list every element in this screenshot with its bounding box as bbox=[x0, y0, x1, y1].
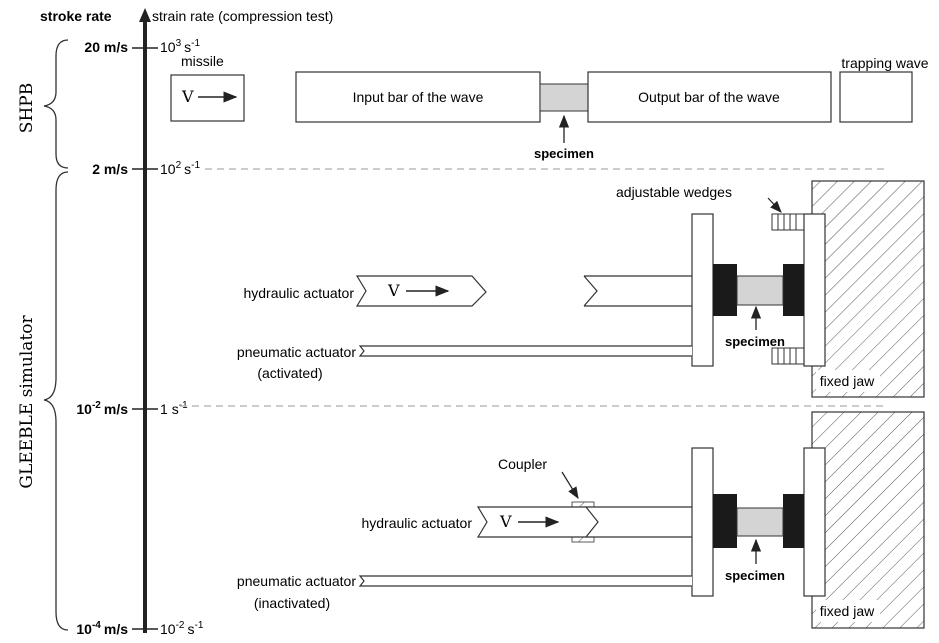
fixed-jaw-plate-upper bbox=[803, 213, 826, 367]
shpb-specimen bbox=[539, 83, 589, 112]
hydraulic-actuator-lower-label: hydraulic actuator bbox=[361, 515, 472, 531]
hydraulic-lower-velocity-symbol: V bbox=[499, 512, 512, 531]
moving-jaw-upper bbox=[691, 213, 714, 367]
wedge-bottom bbox=[771, 347, 805, 365]
trapping-wave-label: trapping wave bbox=[841, 55, 928, 71]
output-bar-label: Output bar of the wave bbox=[638, 89, 780, 105]
pneumatic-actuator-upper-label: pneumatic actuator bbox=[237, 344, 356, 360]
coupler-top bbox=[571, 501, 595, 508]
stroke-rate-title: stroke rate bbox=[40, 8, 112, 24]
wedge-top-ticks bbox=[777, 214, 797, 230]
specimen-lower-label: specimen bbox=[725, 568, 785, 583]
grip-right-lower bbox=[783, 494, 804, 548]
input-bar bbox=[295, 71, 541, 123]
grip-left-upper bbox=[713, 264, 737, 316]
hydraulic-rod-upper bbox=[583, 275, 692, 307]
grip-left-lower bbox=[713, 494, 737, 548]
coupler-pointer-icon bbox=[561, 471, 579, 500]
missile-velocity-symbol: V bbox=[181, 87, 194, 106]
coupler-bottom bbox=[571, 536, 595, 543]
axis-arrow-icon bbox=[139, 8, 151, 22]
gleeble-specimen-upper bbox=[736, 275, 784, 306]
stroke-label-1: 20 m/s bbox=[84, 39, 128, 55]
hydraulic-actuator-upper-label: hydraulic actuator bbox=[243, 285, 354, 301]
strain-rate-title: strain rate (compression test) bbox=[152, 8, 333, 24]
fixed-jaw-plate-lower bbox=[803, 447, 826, 597]
pneumatic-rod-lower bbox=[358, 575, 692, 587]
gleeble-range-label: GLEEBLE simulator bbox=[17, 314, 37, 488]
gleeble-brace bbox=[43, 171, 69, 631]
grip-right-upper bbox=[783, 264, 804, 316]
fixed-jaw-upper-label-bg bbox=[816, 370, 880, 392]
pneumatic-upper-state: (activated) bbox=[257, 365, 322, 381]
wedges-pointer-icon bbox=[767, 197, 782, 213]
stroke-label-2: 2 m/s bbox=[92, 161, 128, 177]
wedge-bottom-ticks bbox=[777, 348, 797, 364]
adjustable-wedges-label: adjustable wedges bbox=[616, 184, 732, 200]
pneumatic-rod-upper bbox=[358, 345, 692, 357]
trapping-wave-box bbox=[839, 71, 913, 123]
missile-label: missile bbox=[181, 53, 224, 69]
fixed-jaw-lower-label-bg bbox=[816, 600, 880, 622]
output-bar bbox=[587, 71, 832, 123]
hydraulic-upper-velocity-symbol: V bbox=[387, 281, 400, 300]
input-bar-label: Input bar of the wave bbox=[353, 89, 484, 105]
fixed-jaw-upper-label: fixed jaw bbox=[820, 373, 875, 389]
strain-label-3: 1s-1 bbox=[160, 400, 188, 417]
fixed-jaw-upper bbox=[811, 180, 925, 398]
hydraulic-rod-lower bbox=[586, 506, 692, 538]
shpb-range-label: SHPB bbox=[17, 83, 37, 133]
shpb-specimen-label: specimen bbox=[534, 146, 594, 161]
fixed-jaw-lower-label: fixed jaw bbox=[820, 603, 875, 619]
wedge-top bbox=[771, 213, 805, 231]
shpb-brace bbox=[43, 39, 69, 169]
coupler-label: Coupler bbox=[498, 456, 547, 472]
pneumatic-actuator-lower-label: pneumatic actuator bbox=[237, 573, 356, 589]
specimen-upper-label: specimen bbox=[725, 334, 785, 349]
pneumatic-lower-state: (inactivated) bbox=[254, 595, 330, 611]
fixed-jaw-lower bbox=[811, 411, 925, 629]
moving-jaw-lower bbox=[691, 447, 714, 597]
gleeble-specimen-lower bbox=[736, 507, 784, 537]
